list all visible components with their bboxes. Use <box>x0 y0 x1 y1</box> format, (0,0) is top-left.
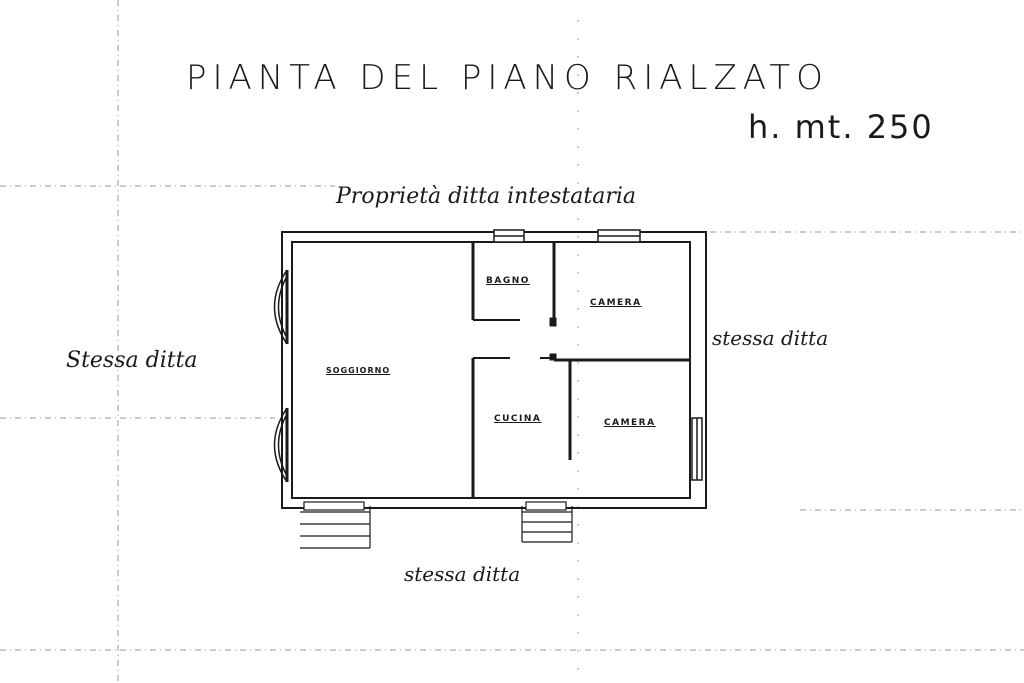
room-label-bagno: BAGNO <box>486 276 530 286</box>
column-2 <box>549 353 557 361</box>
inner-wall-line <box>291 241 691 499</box>
drawing-title: PIANTA DEL PIANO RIALZATO <box>186 58 829 98</box>
room-label-soggiorno: SOGGIORNO <box>326 366 391 375</box>
boundary-east: stessa ditta <box>712 326 829 350</box>
boundary-west: Stessa ditta <box>66 348 198 373</box>
room-label-cucina: CUCINA <box>494 414 542 424</box>
door-south-right <box>525 501 567 511</box>
column-1 <box>549 317 557 327</box>
entrance-steps <box>300 501 573 549</box>
ceiling-height: h. mt. 250 <box>748 108 934 146</box>
north-windows <box>493 229 641 243</box>
boundary-south: stessa ditta <box>404 562 521 586</box>
bay-window-upper-inner <box>277 275 288 339</box>
west-windows <box>273 269 289 483</box>
boundary-north: Proprietà ditta intestataria <box>336 184 637 209</box>
bay-window-lower <box>273 407 288 483</box>
room-label-camera-2: CAMERA <box>604 418 656 428</box>
door-south-left <box>303 501 365 511</box>
room-label-camera-1: CAMERA <box>590 298 642 308</box>
bay-window-lower-inner <box>277 413 288 477</box>
bay-window-upper <box>273 269 288 345</box>
interior-walls <box>471 242 690 498</box>
east-window <box>691 417 703 481</box>
